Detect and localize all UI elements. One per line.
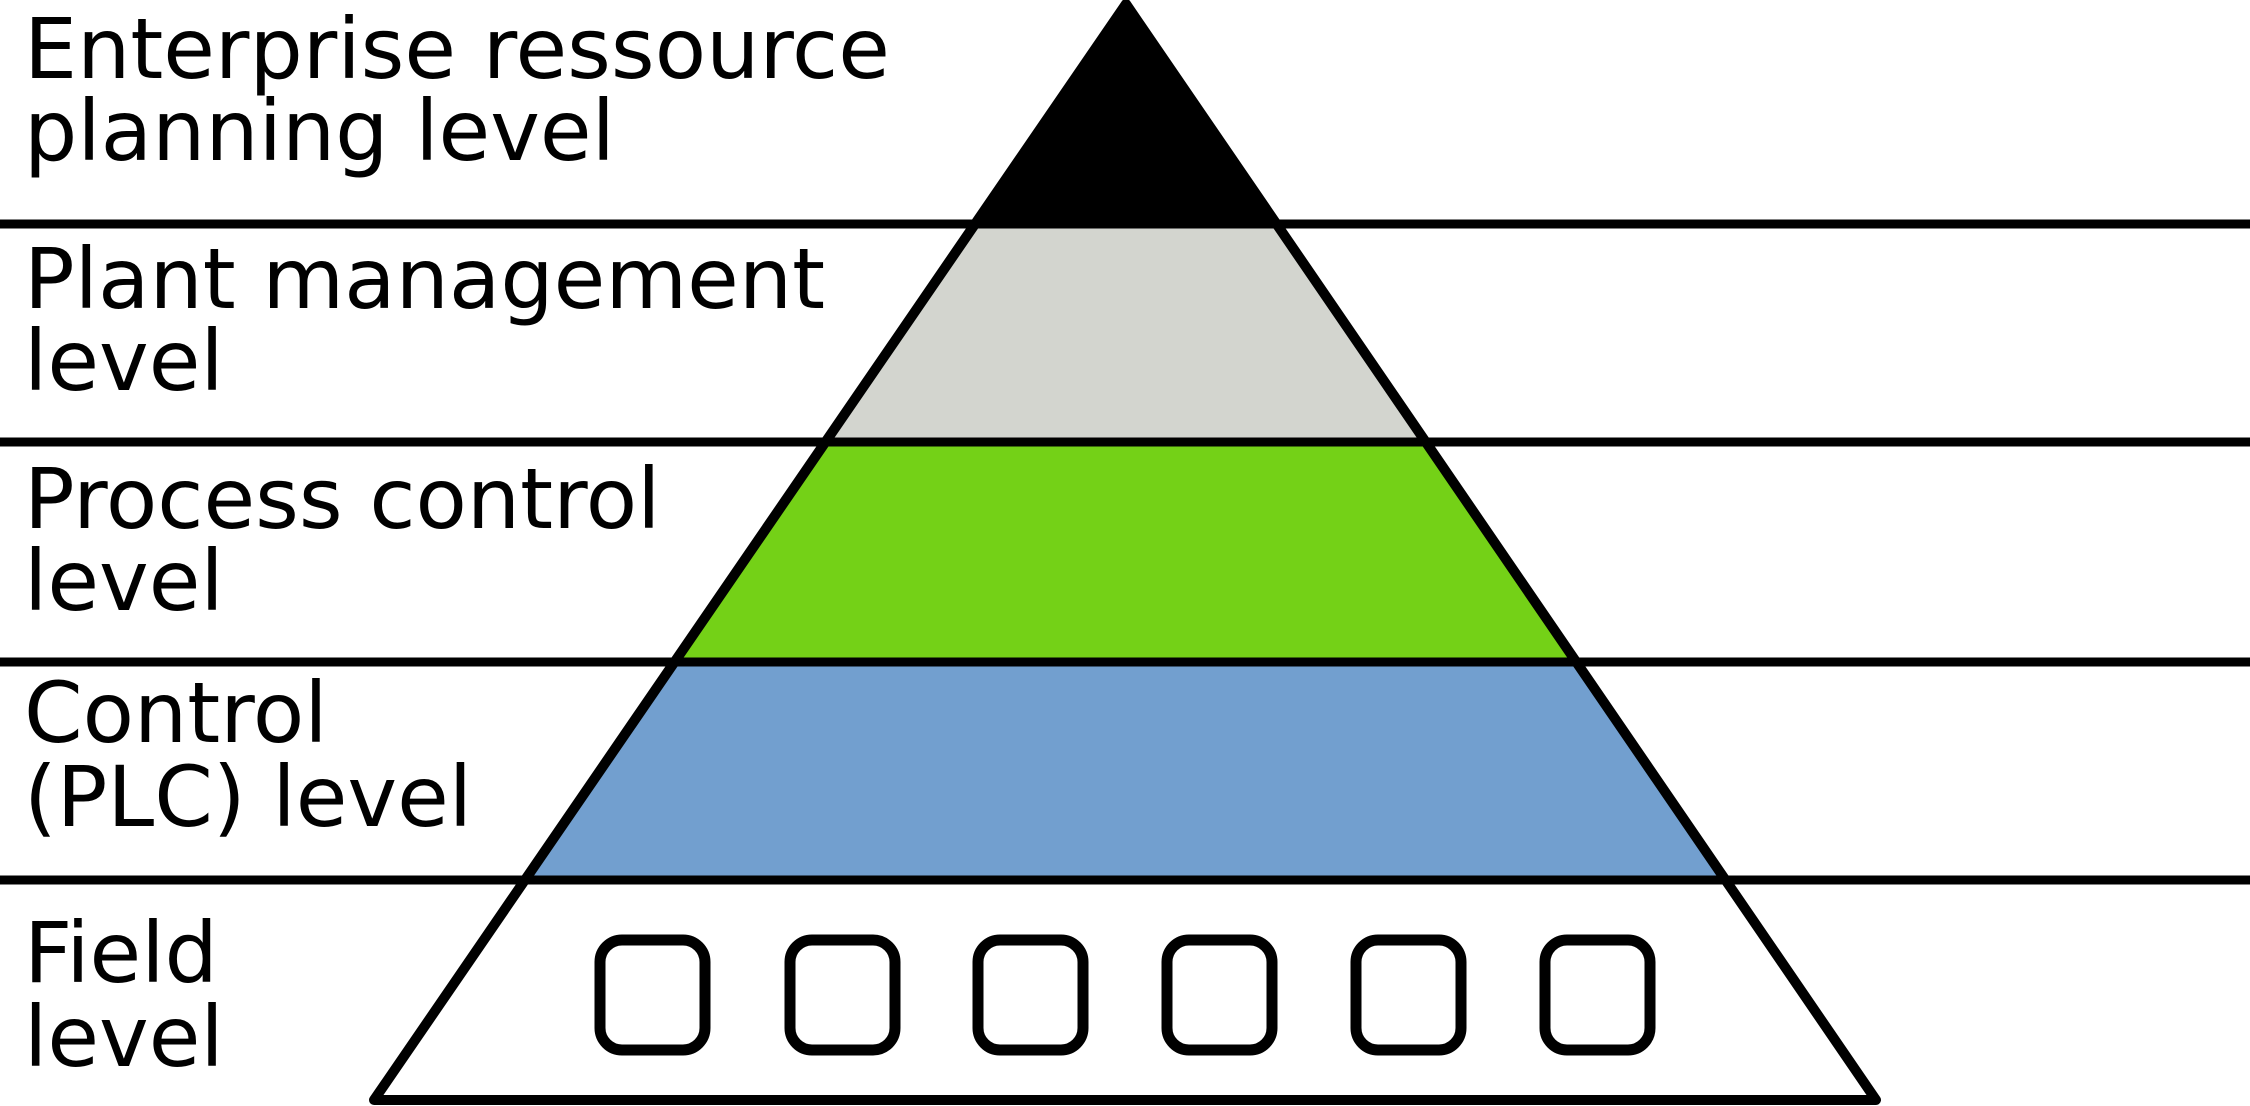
erp-level-label-line1: Enterprise ressource [24, 0, 890, 98]
erp-level-band [976, 4, 1276, 224]
field-device-icon [1161, 934, 1278, 1056]
field-level-label-line2: level [24, 988, 224, 1086]
field-level-label-line1: Field [24, 904, 218, 1002]
pyramid-outline [369, 0, 1881, 1105]
process-control-level-label: Process control level [24, 450, 687, 630]
field-device-icon [594, 934, 711, 1056]
plant-management-level-band [826, 224, 1420, 442]
control-plc-level-band [524, 662, 1725, 880]
control-plc-level-label-line1: Control [24, 664, 328, 762]
field-device-icon [972, 934, 1089, 1056]
control-plc-level-label-line2: (PLC) level [24, 748, 472, 846]
field-level-label: Field level [24, 904, 245, 1086]
field-level-band [374, 880, 1876, 1100]
field-device-icon [784, 934, 901, 1056]
control-plc-level-label: Control (PLC) level [24, 664, 472, 846]
erp-level-label: Enterprise ressource planning level [24, 0, 917, 180]
field-devices [594, 934, 1656, 1056]
plant-management-level-label-line2: level [24, 312, 224, 410]
field-device-icon [1539, 934, 1656, 1056]
field-device-icon [1350, 934, 1467, 1056]
plant-management-level-label-line1: Plant management [24, 230, 825, 328]
process-control-level-label-line1: Process control [24, 450, 661, 548]
process-control-level-label-line2: level [24, 532, 224, 630]
process-control-level-band [674, 442, 1577, 662]
plant-management-level-label: Plant management level [24, 230, 852, 410]
erp-level-label-line2: planning level [24, 82, 615, 180]
